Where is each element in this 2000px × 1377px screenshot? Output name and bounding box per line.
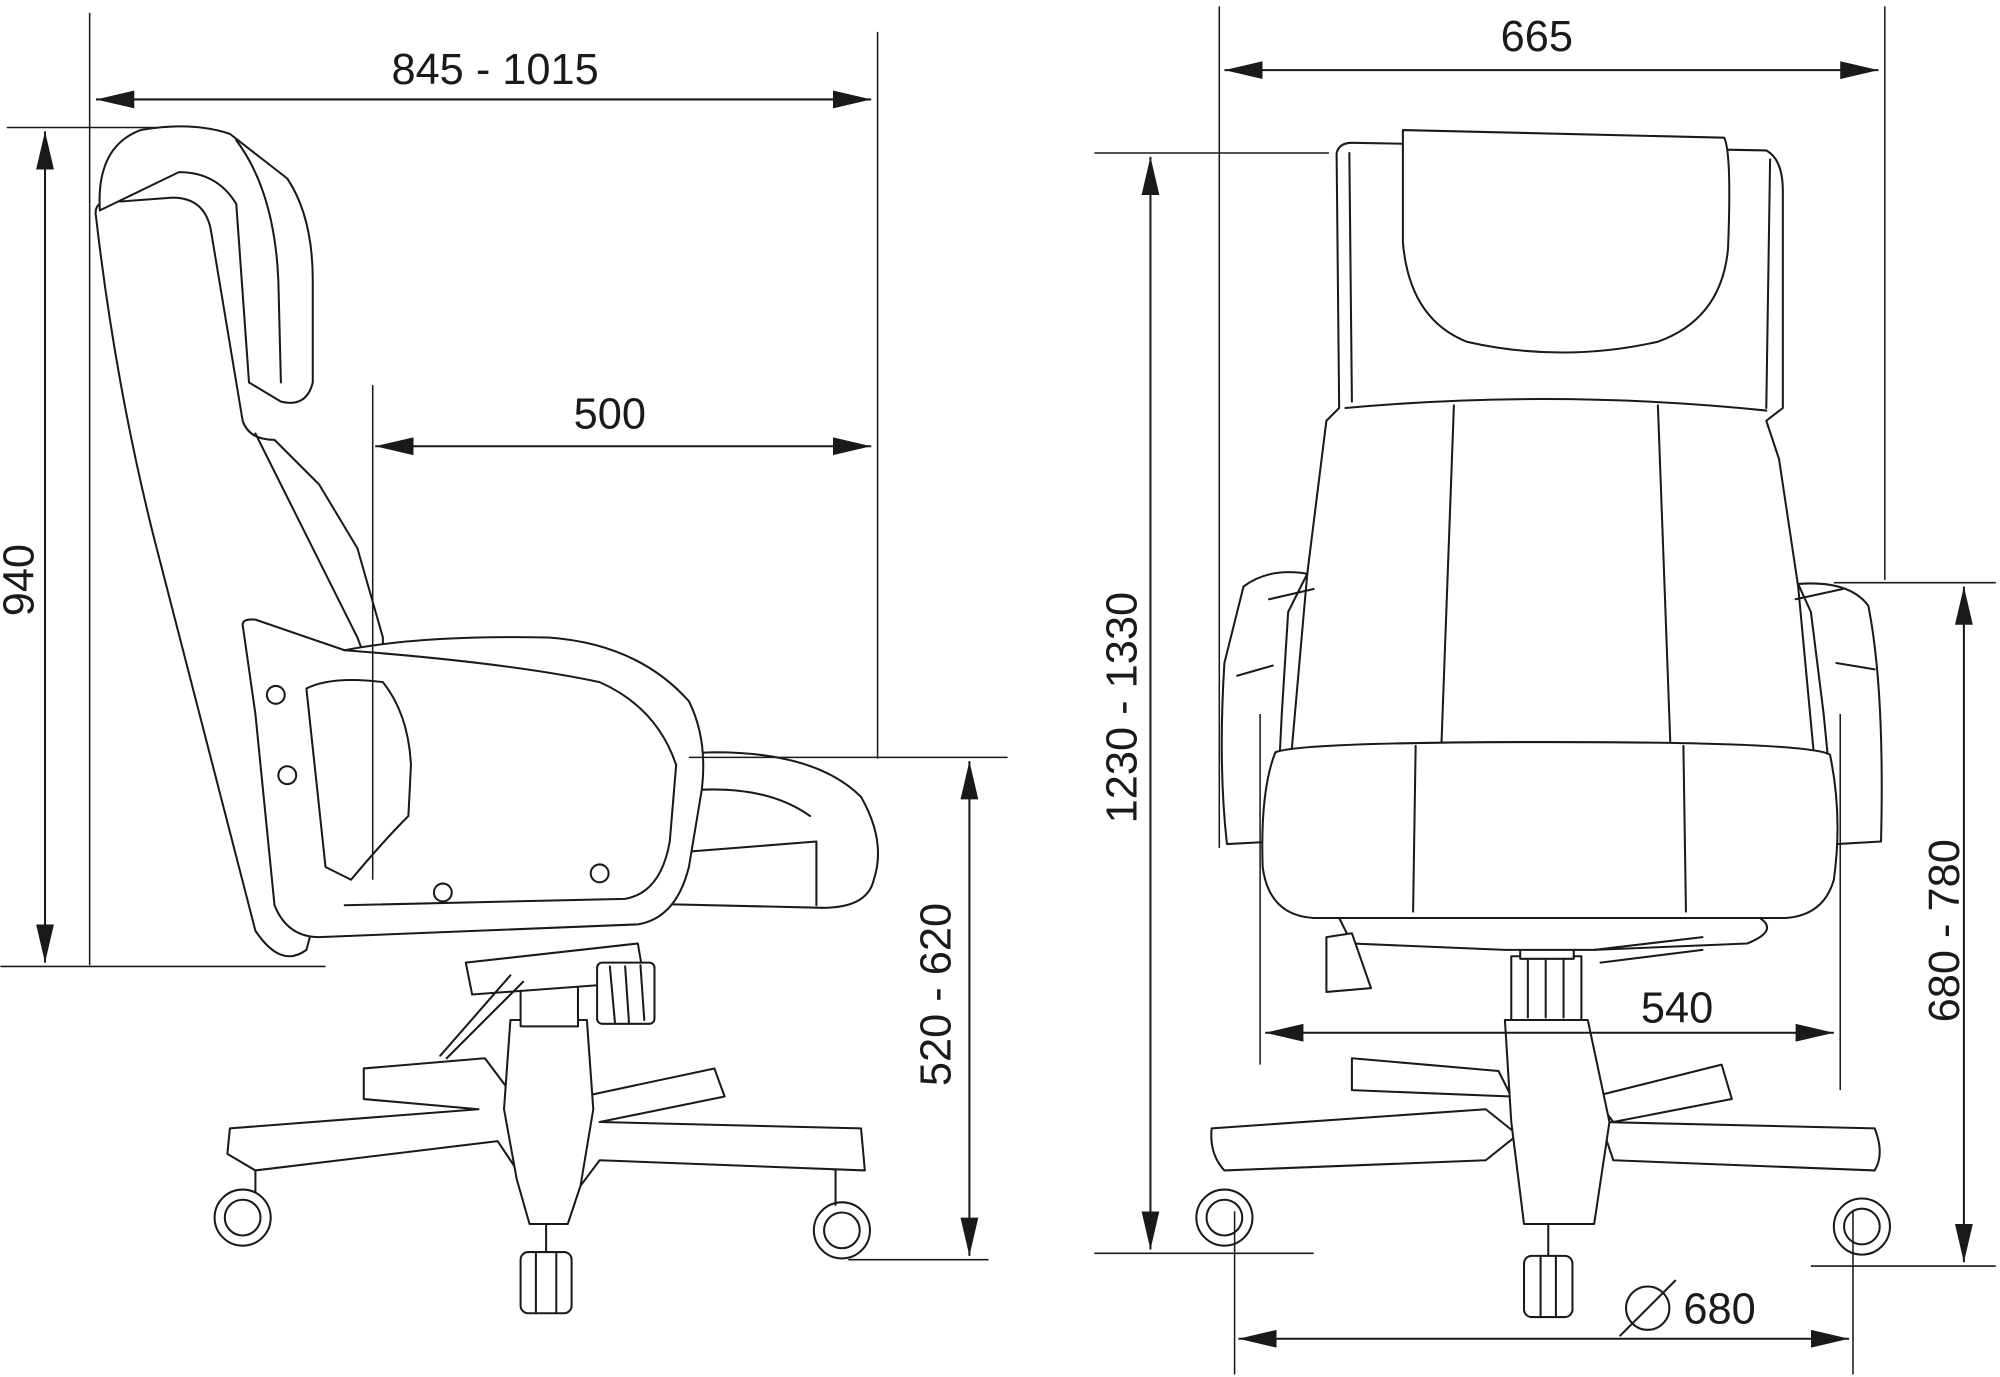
- overall-width-label: 665: [1501, 13, 1573, 61]
- seat-height-label: 520 - 620: [912, 903, 960, 1086]
- seat-depth-label: 500: [574, 390, 646, 438]
- side-chair-illustration: [94, 125, 880, 1315]
- base-diameter-label: 680: [1683, 1285, 1755, 1333]
- diameter-icon: [1618, 1279, 1677, 1337]
- side-view: 845 - 1015 500 940 520 - 620: [0, 12, 1008, 1315]
- overall-depth-label: 845 - 1015: [391, 46, 598, 94]
- front-view: 665 1230 - 1330 680 - 780 540 680: [1094, 6, 1996, 1375]
- front-chair-illustration: [1195, 129, 1891, 1319]
- backrest-height-label: 940: [0, 544, 44, 616]
- overall-height-label: 1230 - 1330: [1098, 592, 1146, 823]
- seat-width-label: 540: [1641, 985, 1713, 1033]
- armrest-height-label: 680 - 780: [1921, 839, 1969, 1022]
